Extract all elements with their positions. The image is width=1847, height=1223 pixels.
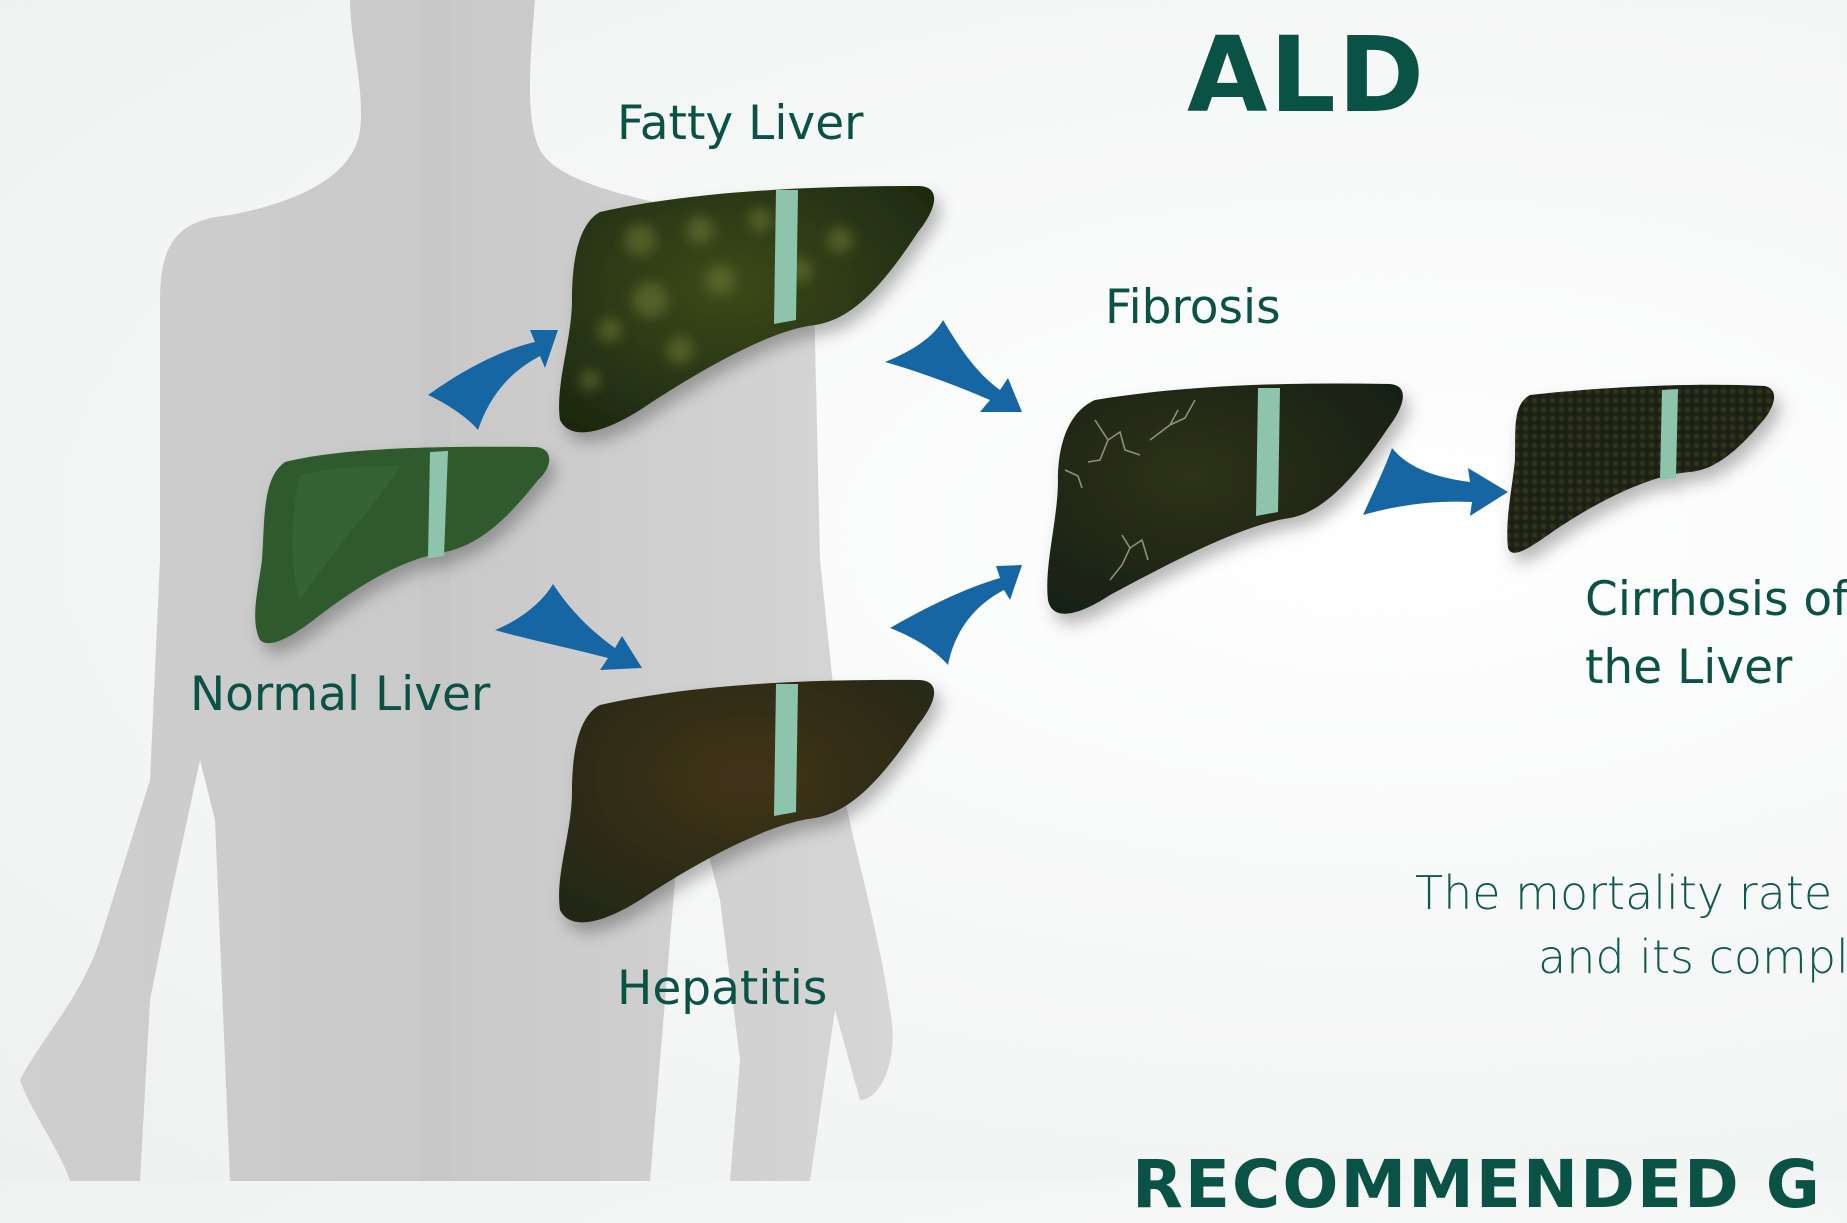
- diagram-graphics: [0, 0, 1847, 1181]
- label-cirrhosis-line1: Cirrhosis of: [1585, 572, 1847, 627]
- label-cirrhosis-line2: the Liver: [1585, 640, 1792, 695]
- label-hepatitis: Hepatitis: [617, 961, 827, 1016]
- page-title: ALD: [1187, 14, 1426, 136]
- label-fibrosis: Fibrosis: [1105, 280, 1281, 335]
- ald-infographic: ALD Fatty Liver Fibrosis Normal Liver He…: [0, 0, 1847, 1181]
- label-normal-liver: Normal Liver: [190, 667, 490, 722]
- mortality-text-line2: and its complic: [1538, 930, 1847, 984]
- section-heading: RECOMMENDED G: [1132, 1146, 1822, 1223]
- fibrosis-liver-icon: [1047, 383, 1403, 613]
- mortality-text-line1: The mortality rate fr: [1415, 866, 1847, 920]
- cirrhosis-liver-icon: [1507, 385, 1774, 553]
- label-fatty-liver: Fatty Liver: [617, 96, 863, 151]
